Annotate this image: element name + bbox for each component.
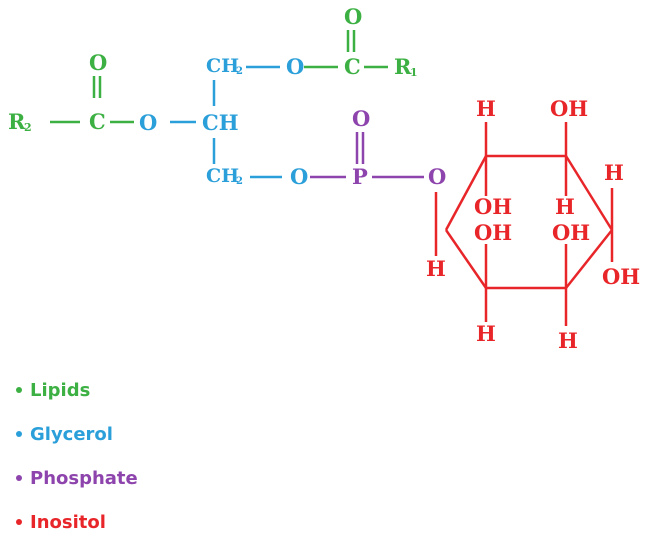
inositol-h-left: H — [426, 256, 446, 281]
lipid-r1-group: R — [394, 54, 412, 79]
inositol-oh-top-right: OH — [550, 96, 588, 121]
glycerol-ester-oxygen-top: O — [286, 54, 304, 79]
phosphatidylinositol-structure: O C R 1 O C R 2 CH 2 O CH O CH 2 O O P O — [8, 4, 640, 353]
legend-label-inositol: Inositol — [30, 511, 106, 533]
legend-item-phosphate: Phosphate — [16, 456, 138, 500]
phosphate-oxygen-top: O — [352, 106, 370, 131]
legend-label-phosphate: Phosphate — [30, 467, 138, 489]
phosphate-atom: P — [352, 164, 368, 189]
legend-item-lipids: Lipids — [16, 368, 138, 412]
lipid-r1-subscript: 1 — [410, 66, 418, 79]
inositol-oh-mid1: OH — [474, 194, 512, 219]
inositol-h-mid: H — [555, 194, 575, 219]
legend-label-glycerol: Glycerol — [30, 423, 113, 445]
lipid-left-carbon: C — [89, 109, 106, 134]
lipid-r2-group: R — [8, 109, 26, 134]
legend-label-lipids: Lipids — [30, 379, 91, 401]
glycerol-ch2-top: CH — [206, 55, 239, 77]
bullet-icon — [16, 387, 22, 393]
bullet-icon — [16, 431, 22, 437]
inositol-h-right: H — [604, 160, 624, 185]
glycerol-ester-oxygen-left: O — [139, 110, 157, 135]
glycerol-ch2-bottom: CH — [206, 165, 239, 187]
lipid-top-carbon: C — [344, 54, 361, 79]
inositol-oh-mid2: OH — [474, 220, 512, 245]
bullet-icon — [16, 475, 22, 481]
glycerol-ch2-top-subscript: 2 — [236, 66, 243, 77]
lipid-top-carbonyl-oxygen: O — [344, 4, 362, 29]
legend: Lipids Glycerol Phosphate Inositol — [16, 368, 138, 544]
inositol-oh-mid3: OH — [552, 220, 590, 245]
glycerol-ch: CH — [202, 110, 239, 135]
inositol-h-top-left: H — [476, 96, 496, 121]
bullet-icon — [16, 519, 22, 525]
lipid-r2-subscript: 2 — [24, 121, 32, 134]
legend-item-glycerol: Glycerol — [16, 412, 138, 456]
lipid-left-carbonyl-oxygen: O — [89, 50, 107, 75]
inositol-h-bottom1: H — [476, 321, 496, 346]
glycerol-ch2-bottom-subscript: 2 — [236, 176, 243, 187]
inositol-ring — [434, 122, 614, 326]
inositol-oh-far-right: OH — [602, 264, 640, 289]
inositol-h-bottom2: H — [558, 328, 578, 353]
glycerol-ester-oxygen-bottom: O — [290, 164, 308, 189]
legend-item-inositol: Inositol — [16, 500, 138, 544]
phosphate-oxygen-right: O — [428, 164, 446, 189]
